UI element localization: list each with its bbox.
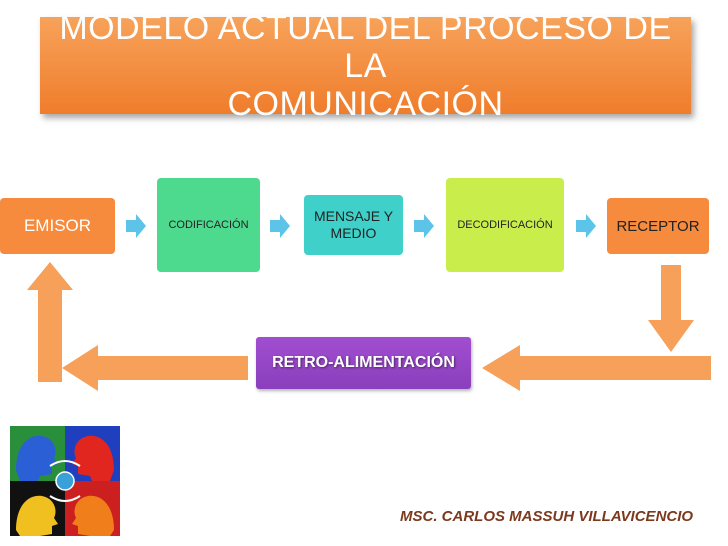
node-emisor: EMISOR [0, 198, 115, 254]
node-mensaje-label: MENSAJE Y MEDIO [313, 208, 394, 241]
node-codificacion-label: CODIFICACIÓN [168, 219, 249, 231]
author-credit: MSC. CARLOS MASSUH VILLAVICENCIO [400, 508, 694, 525]
communicating-heads-icon [10, 426, 120, 536]
right-arrow-icon [126, 214, 146, 238]
right-arrow-icon [270, 214, 290, 238]
node-emisor-label: EMISOR [23, 216, 92, 235]
node-codificacion: CODIFICACIÓN [157, 178, 260, 272]
node-receptor: RECEPTOR [607, 198, 709, 254]
feedback-box: RETRO-ALIMENTACIÓN [256, 337, 471, 389]
left-arrow-icon [62, 345, 248, 391]
node-mensaje: MENSAJE Y MEDIO [304, 195, 403, 255]
node-decodificacion-label: DECODIFICACIÓN [457, 219, 553, 231]
left-arrow-icon [482, 345, 711, 391]
down-arrow-icon [648, 265, 694, 352]
node-decodificacion: DECODIFICACIÓN [446, 178, 564, 272]
feedback-label: RETRO-ALIMENTACIÓN [272, 354, 455, 371]
title-banner: MODELO ACTUAL DEL PROCESO DE LA COMUNICA… [40, 9, 691, 123]
right-arrow-icon [414, 214, 434, 238]
up-arrow-icon [27, 262, 73, 382]
node-receptor-label: RECEPTOR [616, 217, 700, 235]
page-title: MODELO ACTUAL DEL PROCESO DE LA COMUNICA… [59, 8, 672, 123]
right-arrow-icon [576, 214, 596, 238]
